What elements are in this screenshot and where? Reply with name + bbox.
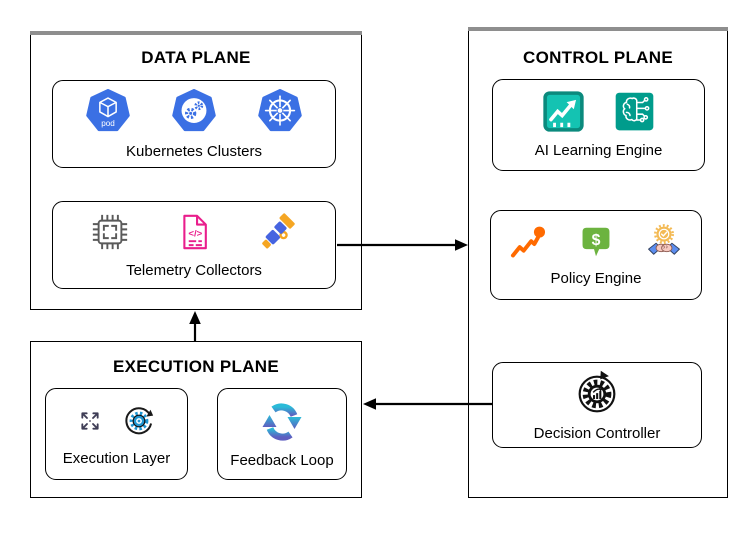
execution-layer-label: Execution Layer xyxy=(62,449,171,467)
control-plane-title: CONTROL PLANE xyxy=(523,48,673,67)
feedback-loop-label: Feedback Loop xyxy=(230,452,334,469)
kubernetes-pod-icon: pod xyxy=(86,88,130,131)
cycle-arrows-icon xyxy=(262,403,302,441)
telemetry-collectors-icons: </> xyxy=(89,211,299,253)
svg-text:</>: </> xyxy=(188,228,202,239)
ai-learning-engine-icons xyxy=(542,90,656,133)
svg-text:pod: pod xyxy=(101,118,115,127)
data-plane-title: DATA PLANE xyxy=(141,48,251,67)
policy-engine-node: $ Policy Engine xyxy=(490,210,702,300)
ai-learning-engine-label: AI Learning Engine xyxy=(534,142,663,159)
expand-arrows-icon xyxy=(81,411,99,430)
kubernetes-clusters-node: pod Kubernetes Clusters xyxy=(52,80,336,168)
feedback-loop-icons xyxy=(258,398,306,446)
trend-chart-icon xyxy=(542,91,584,132)
cpu-chip-icon xyxy=(92,214,128,249)
telemetry-collectors-label: Telemetry Collectors xyxy=(126,261,262,279)
execution-layer-icons xyxy=(74,401,159,441)
policy-engine-icons: $ xyxy=(509,223,683,261)
dollar-message-icon: $ xyxy=(582,227,610,256)
telemetry-collectors-node: </> Telemetry Collectors xyxy=(52,201,336,289)
decision-controller-label: Decision Controller xyxy=(533,424,661,442)
decision-controller-icons xyxy=(571,368,623,420)
growth-trend-icon xyxy=(510,226,546,257)
ai-learning-engine-node: AI Learning Engine xyxy=(492,79,705,171)
handshake-badge-icon xyxy=(648,223,680,255)
code-document-icon: </> xyxy=(183,214,207,249)
kubernetes-gears-icon xyxy=(172,88,216,131)
kubernetes-clusters-icons: pod xyxy=(85,88,303,134)
svg-text:$: $ xyxy=(592,232,601,249)
automation-gear-icon xyxy=(578,370,616,412)
telescope-icon xyxy=(262,212,295,248)
execution-layer-node: Execution Layer xyxy=(45,388,188,480)
kubernetes-clusters-label: Kubernetes Clusters xyxy=(126,142,262,160)
kubernetes-helm-icon xyxy=(258,88,302,131)
arrow-execution-to-data xyxy=(189,311,201,341)
gear-sync-icon xyxy=(125,406,154,434)
decision-controller-node: Decision Controller xyxy=(492,362,702,448)
execution-plane-title: EXECUTION PLANE xyxy=(112,357,280,376)
feedback-loop-node: Feedback Loop xyxy=(217,388,347,480)
ai-brain-circuit-icon xyxy=(615,92,653,131)
policy-engine-label: Policy Engine xyxy=(550,269,642,287)
